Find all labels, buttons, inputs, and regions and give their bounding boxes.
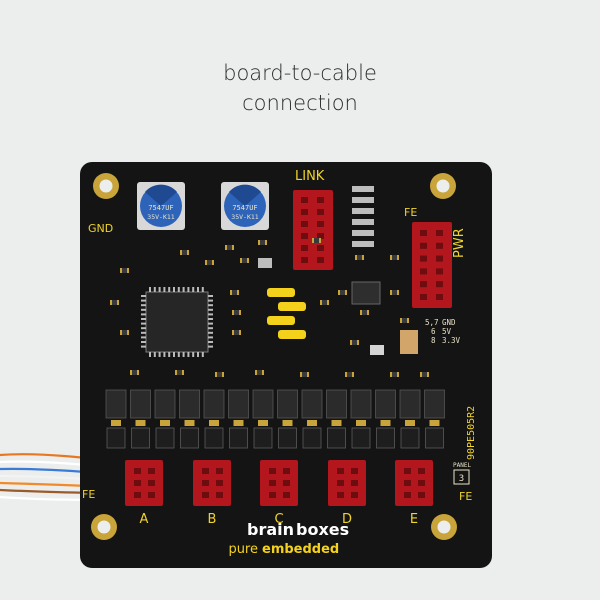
brainboxes-logo-mark [267, 288, 306, 339]
port-connector-e: E [395, 460, 433, 527]
component-row [105, 389, 445, 449]
passive-components [110, 238, 429, 377]
capacitor-1-label: 7547UF [148, 204, 173, 212]
caption-line-2: connection [242, 91, 358, 115]
pin-legend: 5,7 GND 6 5V 8 3.3V [425, 318, 461, 345]
svg-text:GND: GND [442, 318, 456, 327]
capacitor-2: 7547UF 35V-K11 [221, 182, 269, 230]
brand-tagline-2: embedded [262, 542, 339, 557]
brand-tagline-1: pure [228, 542, 258, 557]
link-label: LINK [295, 169, 325, 184]
pwr-label: PWR [452, 228, 467, 258]
model-number: 90PE505R2 [466, 406, 477, 460]
fe-right-label: FE [459, 490, 472, 503]
port-label-e: E [410, 512, 418, 527]
panel-number: 3 [459, 474, 464, 484]
brand-word-2: boxes [296, 520, 349, 539]
link-connector [293, 190, 333, 270]
brand-word-1: brain [247, 520, 294, 539]
capacitor-2-label: 7547UF [232, 204, 257, 212]
caption-line-1: board-to-cable [223, 61, 377, 85]
brand-text: brain boxes pure embedded [228, 520, 349, 557]
port-connector-d: D [328, 460, 366, 527]
capacitor-1-rating: 35V-K11 [147, 213, 174, 221]
svg-text:8: 8 [431, 336, 436, 345]
fe-top-label: FE [404, 206, 417, 219]
port-label-d: D [342, 512, 352, 527]
gnd-label: GND [88, 222, 113, 235]
caption: board-to-cable connection [0, 58, 600, 118]
port-connector-c: C [260, 460, 298, 527]
fe-left-label: FE [82, 488, 95, 501]
mounting-holes [91, 173, 457, 540]
svg-text:5V: 5V [442, 327, 452, 336]
pin-header [352, 186, 374, 247]
pcb-board [80, 162, 492, 568]
svg-text:3.3V: 3.3V [442, 336, 461, 345]
port-connector-b: B [193, 460, 231, 527]
capacitor-1: 7547UF 35V-K11 [137, 182, 185, 230]
port-connectors: A B C D E [125, 460, 433, 527]
svg-text:5,7: 5,7 [425, 318, 439, 327]
main-ic [141, 287, 213, 357]
port-label-b: B [208, 512, 217, 527]
pwr-connector [412, 222, 452, 308]
panel-label: PANEL [453, 462, 471, 469]
port-connector-a: A [125, 460, 163, 527]
svg-text:6: 6 [431, 327, 436, 336]
capacitor-2-rating: 35V-K11 [231, 213, 258, 221]
port-label-c: C [274, 512, 283, 527]
port-label-a: A [140, 512, 149, 527]
